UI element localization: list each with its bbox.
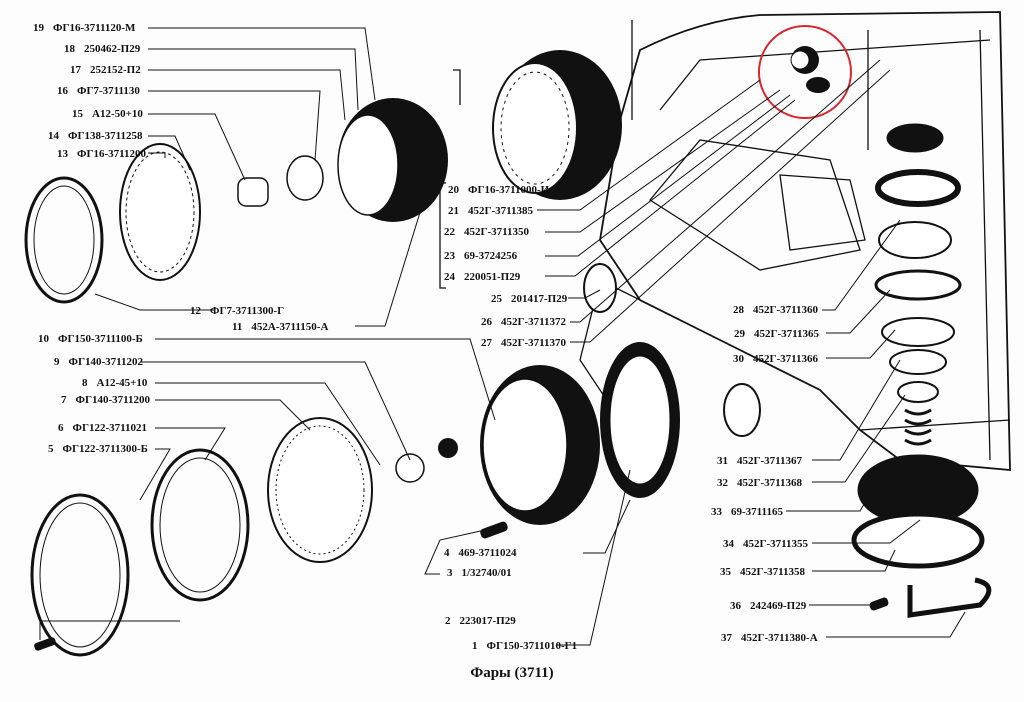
screw-4 (480, 521, 508, 539)
highlight-circle (758, 25, 852, 119)
headlamp-small-assembly (24, 98, 448, 304)
rim-12 (24, 176, 104, 304)
roof-lamp-stack (851, 123, 992, 618)
headlamp-top-assembly (492, 50, 622, 200)
diagram-title: Фары (3711) (470, 665, 554, 681)
rim-5 (30, 493, 130, 657)
cap-9 (438, 438, 458, 458)
socket-16 (286, 155, 324, 201)
bulb-15 (237, 177, 269, 207)
marker-lamp-31 (723, 383, 761, 437)
screw-2 (34, 637, 56, 651)
bulb-8 (395, 453, 425, 483)
ring-6 (150, 448, 250, 602)
headlamp-large-assembly (30, 342, 680, 657)
lens-13 (119, 143, 201, 281)
lens-7 (267, 417, 373, 563)
vehicle-cab-outline (599, 11, 1011, 471)
marker-lamp-25 (583, 263, 617, 313)
leader-lines (39, 27, 966, 646)
